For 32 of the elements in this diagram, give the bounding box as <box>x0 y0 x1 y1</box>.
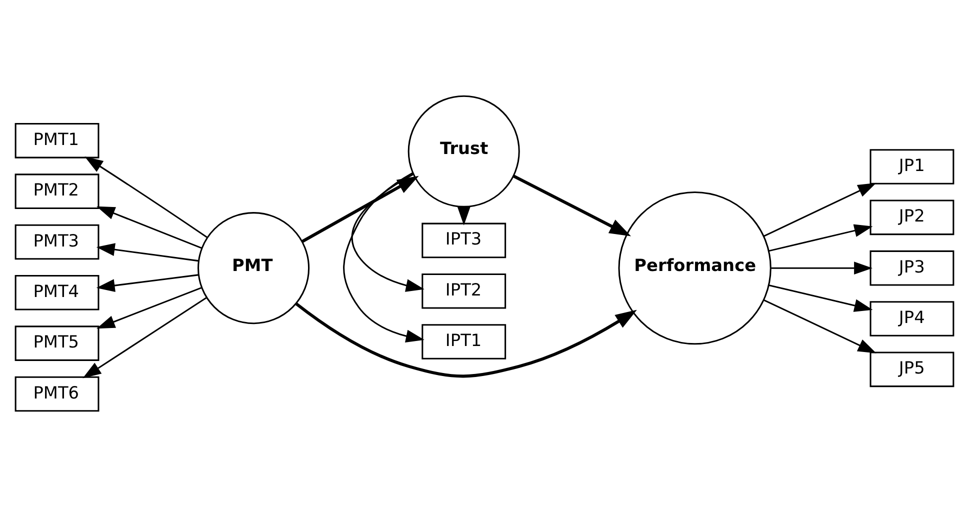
arrow <box>301 175 419 242</box>
node-box: PMT1 <box>14 122 100 158</box>
arrow <box>771 261 872 274</box>
arrow <box>96 242 198 262</box>
arrow <box>768 284 873 312</box>
arrow <box>768 224 873 252</box>
node-box: PMT3 <box>14 224 100 260</box>
arrow <box>295 302 637 378</box>
node-box: JP1 <box>870 148 954 184</box>
arrow <box>96 206 202 248</box>
arrow <box>82 296 207 378</box>
node-box: JP3 <box>870 250 954 286</box>
arrow <box>96 286 202 328</box>
arrow <box>352 173 424 292</box>
node-box: PMT4 <box>14 274 100 310</box>
node-box: PMT5 <box>14 325 100 360</box>
node-box: JP5 <box>870 351 954 387</box>
node-circle: Performance <box>618 191 772 344</box>
node-box: PMT6 <box>14 376 100 412</box>
arrow <box>764 298 876 353</box>
node-box: PMT2 <box>14 173 100 208</box>
node-box: IPT1 <box>422 324 506 359</box>
node-box: IPT2 <box>422 272 506 308</box>
arrow <box>96 274 198 292</box>
arrow <box>764 182 876 236</box>
node-box: IPT3 <box>422 222 506 258</box>
node-box: JP2 <box>870 199 954 235</box>
arrow <box>84 156 208 238</box>
node-box: JP4 <box>870 300 954 336</box>
node-circle: PMT <box>198 212 310 324</box>
arrow <box>513 174 632 236</box>
arrow <box>343 172 424 342</box>
